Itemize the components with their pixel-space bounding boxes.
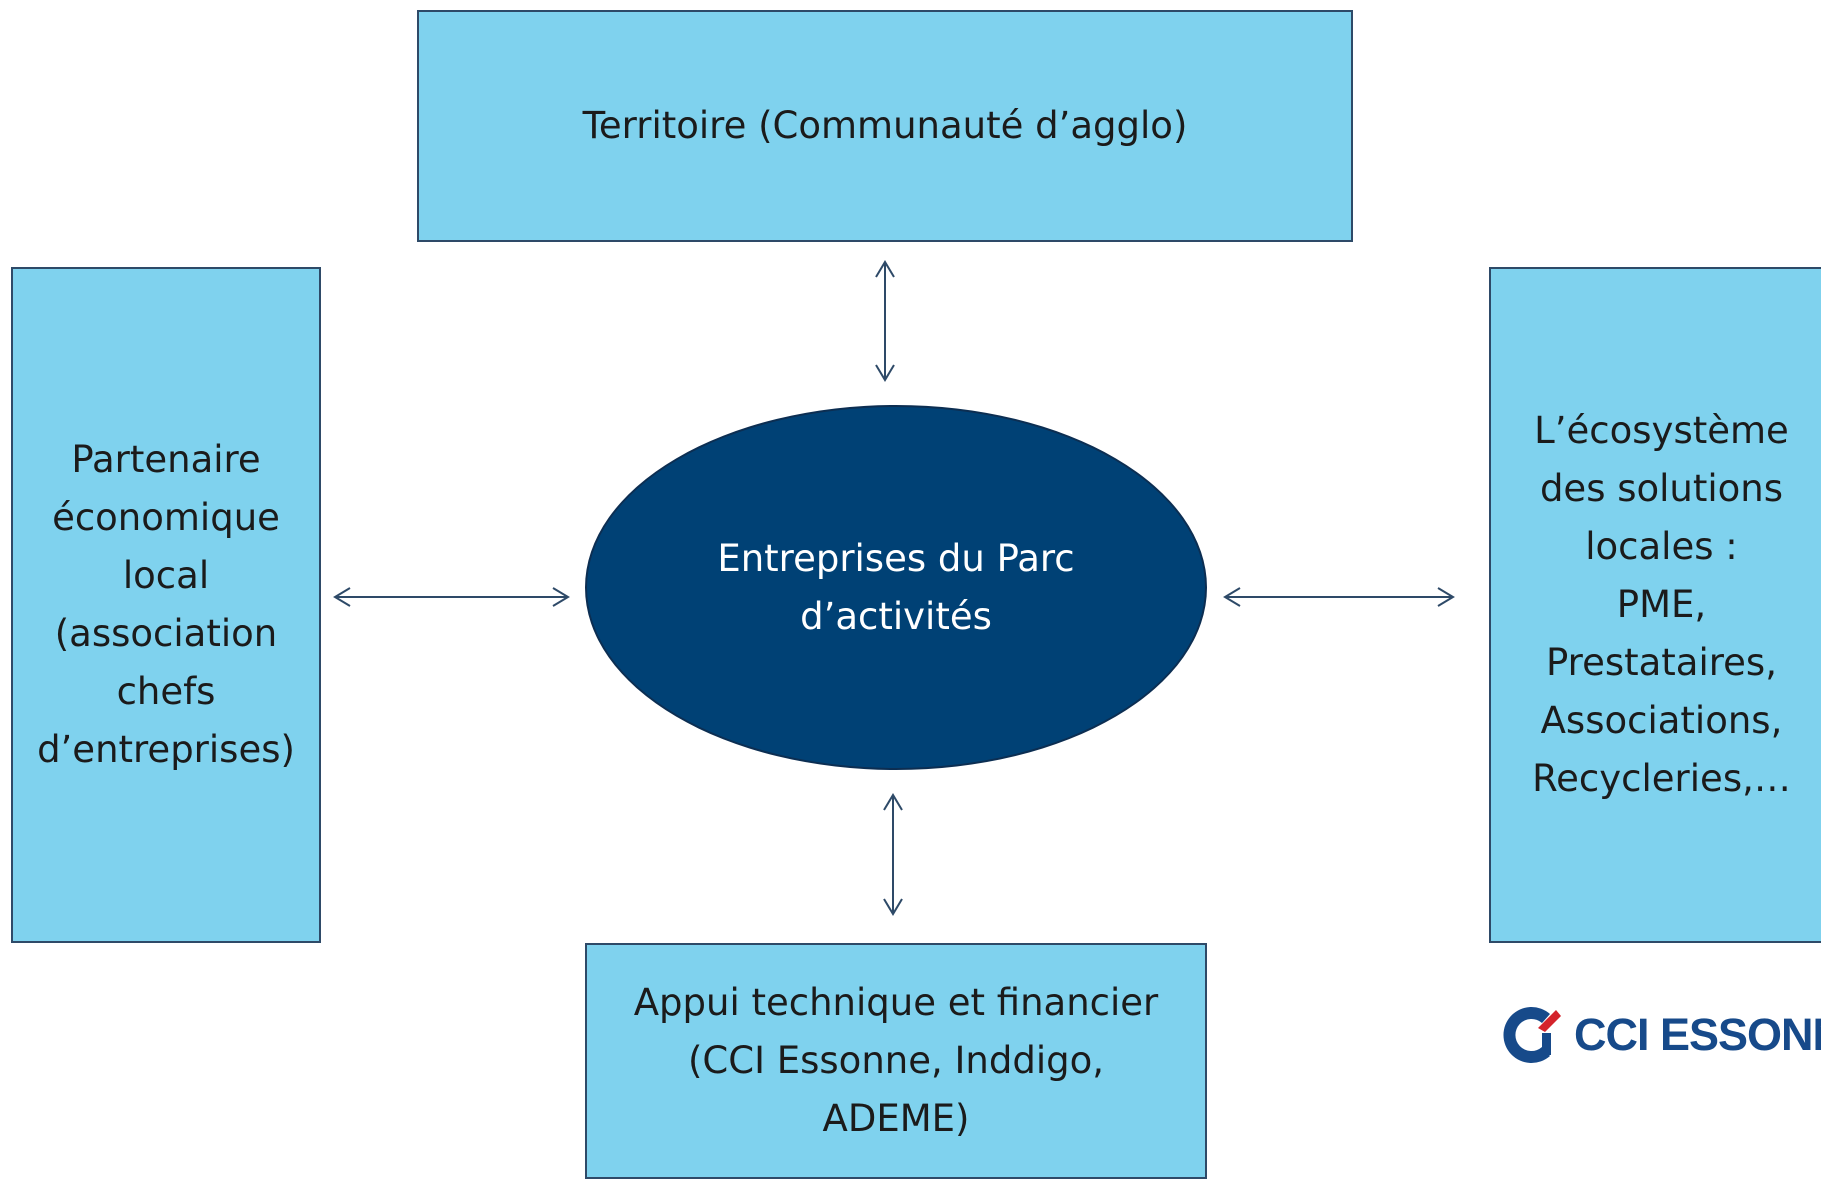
- technical-support-box: Appui technique et financier (CCI Essonn…: [585, 943, 1207, 1179]
- business-park-hub: Entreprises du Parc d’activités: [585, 405, 1207, 770]
- territory-box: Territoire (Communauté d’agglo): [417, 10, 1353, 242]
- local-ecosystem-label: L’écosystème des solutions locales : PME…: [1532, 409, 1791, 800]
- cci-logo-icon: [1503, 1007, 1561, 1063]
- logo-text: CCI ESSONNE: [1574, 1009, 1821, 1060]
- territory-label: Territoire (Communauté d’agglo): [582, 104, 1188, 147]
- arrow-center-bottom: [883, 793, 903, 916]
- cci-essonne-logo: CCI ESSONNE: [1498, 1000, 1821, 1070]
- economic-partner-label: Partenaire économique local (association…: [37, 438, 295, 771]
- local-ecosystem-box: L’écosystème des solutions locales : PME…: [1489, 267, 1821, 943]
- business-park-label: Entreprises du Parc d’activités: [717, 536, 1075, 638]
- arrow-top-center: [875, 260, 895, 382]
- arrow-center-right: [1223, 587, 1455, 607]
- arrow-left-center: [333, 587, 570, 607]
- economic-partner-box: Partenaire économique local (association…: [11, 267, 321, 943]
- technical-support-label: Appui technique et financier (CCI Essonn…: [633, 981, 1159, 1140]
